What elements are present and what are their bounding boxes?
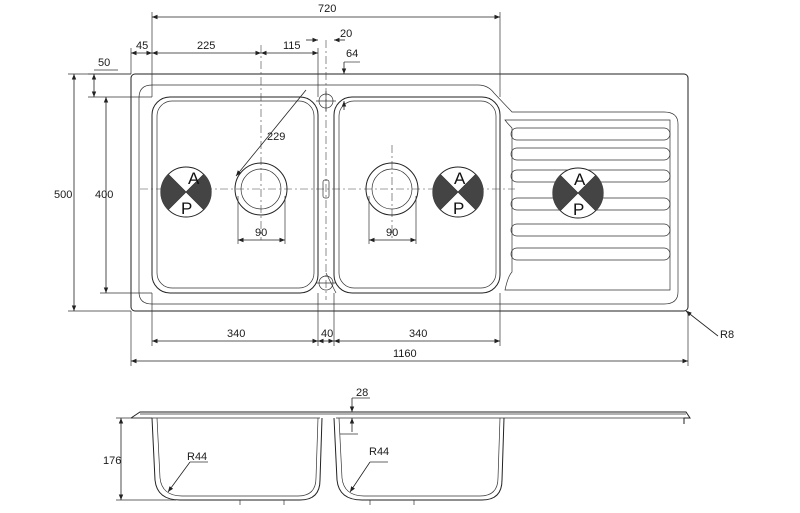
- dim-20: 20: [340, 28, 352, 40]
- dim-500: 500: [54, 189, 72, 201]
- right-waste: [365, 162, 419, 216]
- right-bowl: [333, 96, 501, 294]
- dim-1160: 1160: [393, 348, 417, 360]
- right-bowl-inner: [338, 100, 497, 289]
- plan-view: A P A P A P 720 45: [54, 3, 734, 366]
- dim-r44-right: R44: [369, 446, 389, 458]
- ap-letter-p: P: [573, 200, 584, 219]
- dim-115: 115: [283, 40, 301, 52]
- sink-outline: [130, 73, 689, 312]
- overflow-slot: [322, 179, 330, 199]
- dim-28: 28: [356, 387, 368, 399]
- section-right-bowl: [333, 417, 505, 501]
- dim-400: 400: [95, 189, 113, 201]
- dim-r8: R8: [720, 329, 734, 341]
- section-left-bowl: [151, 417, 323, 501]
- dim-225: 225: [197, 40, 215, 52]
- dim-229: 229: [267, 131, 285, 143]
- dim-50: 50: [98, 57, 110, 69]
- dim-90-left: 90: [255, 227, 267, 239]
- ap-letter-a: A: [574, 170, 586, 189]
- dim-90-right: 90: [386, 227, 398, 239]
- dim-40: 40: [321, 328, 333, 340]
- ap-symbol-left: A P: [160, 166, 212, 218]
- left-waste: [234, 162, 288, 216]
- dim-r44-left: R44: [187, 451, 207, 463]
- dim-720: 720: [318, 3, 336, 15]
- dim-64: 64: [346, 48, 358, 60]
- ap-letter-a: A: [454, 169, 466, 188]
- dim-340-left: 340: [227, 328, 245, 340]
- left-bowl-inner: [156, 100, 315, 289]
- drainer-board: [504, 119, 671, 291]
- left-bowl: [151, 96, 319, 294]
- deck-rim: [138, 84, 679, 305]
- tap-hole-marker-bottom: [316, 272, 337, 294]
- dim-176: 176: [103, 455, 121, 467]
- ap-letter-p: P: [181, 199, 192, 218]
- ap-symbol-middle: A P: [432, 166, 484, 218]
- dim-45: 45: [136, 40, 148, 52]
- dim-340-right: 340: [409, 328, 427, 340]
- section-flange: [130, 411, 691, 424]
- section-view: 176 28 R44 R44: [103, 387, 691, 505]
- ap-letter-p: P: [453, 199, 464, 218]
- ap-symbol-right: A P: [552, 167, 604, 219]
- ap-letter-a: A: [188, 169, 200, 188]
- tap-hole-marker-top: [316, 91, 336, 111]
